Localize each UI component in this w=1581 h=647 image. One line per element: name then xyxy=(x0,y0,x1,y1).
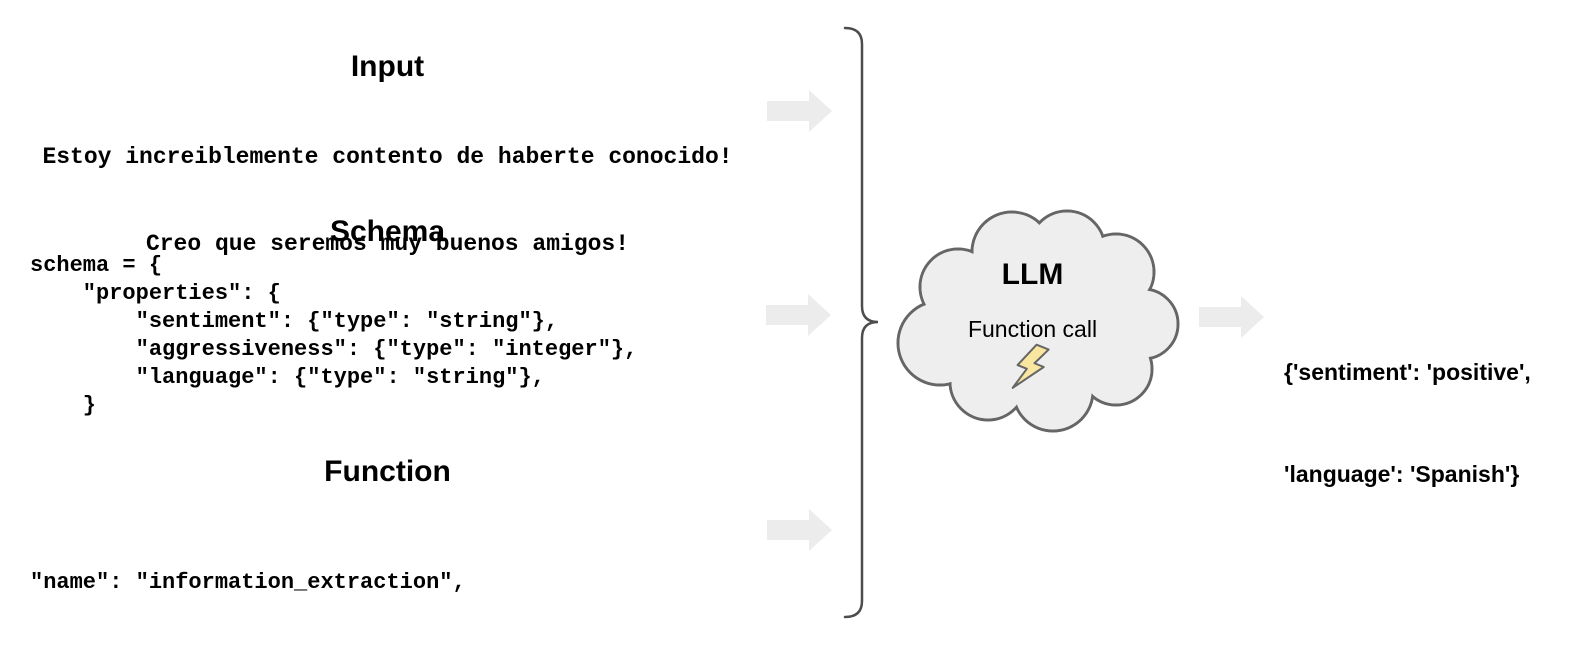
function-code-block: "name": "information_extraction", "descr… xyxy=(30,490,769,647)
llm-label: LLM xyxy=(1001,258,1064,291)
output-result-text: {'sentiment': 'positive', 'language': 'S… xyxy=(1284,287,1581,559)
output-result-line-2: 'language': 'Spanish'} xyxy=(1284,461,1520,487)
output-result-line-1: {'sentiment': 'positive', xyxy=(1284,359,1531,385)
schema-arrow-icon xyxy=(766,294,831,336)
input-text-line-2: Creo que seremos muy buenos amigos! xyxy=(145,231,630,257)
llm-cloud xyxy=(896,209,1180,433)
input-text-line-1: Estoy increiblemente contento de haberte… xyxy=(42,144,733,170)
input-section-title: Input xyxy=(350,50,425,83)
output-arrow-icon xyxy=(1199,296,1264,338)
schema-section-title: Schema xyxy=(329,215,446,248)
function-code-line-name: "name": "information_extraction", xyxy=(30,570,466,595)
curly-brace xyxy=(843,26,879,619)
function-section-title: Function xyxy=(324,455,451,488)
schema-code-block: schema = { "properties": { "sentiment": … xyxy=(30,253,638,418)
input-arrow-icon xyxy=(767,90,832,132)
lightning-bolt-icon xyxy=(1011,343,1050,389)
input-text: Estoy increiblemente contento de haberte… xyxy=(30,85,745,317)
function-arrow-icon xyxy=(767,509,832,551)
llm-function-call-label: Function call xyxy=(967,316,1098,342)
